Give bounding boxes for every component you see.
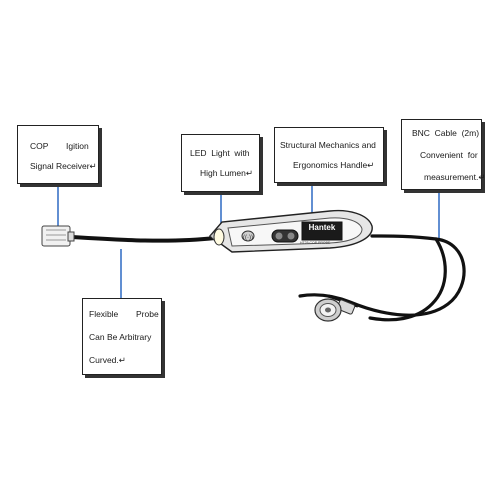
callout-led-text: High Lumen↵ (200, 168, 253, 178)
svg-text:((·)): ((·)) (243, 235, 253, 241)
callout-probe-text: Flexible (89, 309, 119, 319)
callout-cop-text: Igition (66, 141, 89, 151)
led-light (213, 228, 225, 246)
callout-bnc-text: BNC Cable (2m) (412, 128, 480, 138)
brand-label: Hantek (308, 223, 336, 232)
callout-probe-text: Probe (136, 309, 159, 319)
callout-handle-text: Structural Mechanics and (280, 140, 376, 150)
callout-handle: Structural Mechanics and Ergonomics Hand… (274, 127, 384, 183)
callout-handle-text: Ergonomics Handle↵ (293, 160, 375, 170)
callout-cop-text: Signal Receiver↵ (30, 161, 97, 171)
callout-bnc-text: measurement.↵ (424, 172, 486, 182)
callout-probe-text: Can Be Arbitrary (89, 332, 152, 342)
callout-bnc-cable: BNC Cable (2m) Convenient for measuremen… (401, 119, 486, 190)
cop-receiver-tip (41, 225, 75, 247)
flexible-probe (71, 235, 216, 243)
callout-flexible-probe: Flexible Probe Can Be Arbitrary Curved.↵ (82, 298, 162, 375)
bnc-connector (314, 294, 359, 322)
brand-plate (301, 221, 343, 241)
speaker-icon: ((·)) (241, 230, 255, 242)
model-label: HT25 COP PROBE (300, 241, 331, 245)
callout-led-text: LED Light with (190, 148, 250, 158)
callout-cop-text: COP (30, 141, 49, 151)
callout-bnc-text: Convenient for (420, 150, 478, 160)
control-buttons (271, 229, 299, 243)
callout-probe-text: Curved.↵ (89, 355, 126, 365)
callout-cop-receiver: COP Igition Signal Receiver↵ (17, 125, 99, 184)
callout-led-light: LED Light with High Lumen↵ (181, 134, 260, 192)
